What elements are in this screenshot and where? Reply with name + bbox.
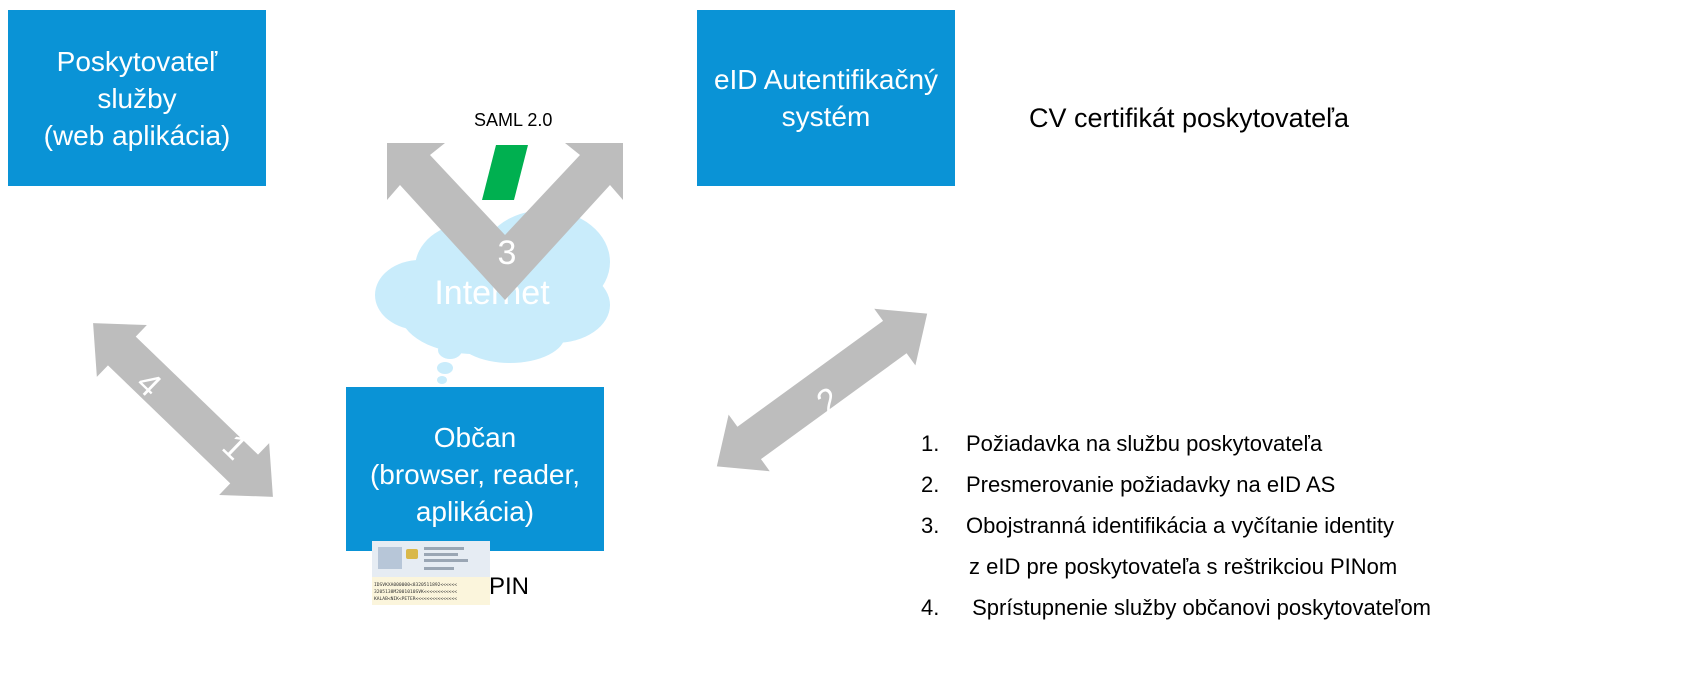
citizen-line-1: Občan xyxy=(433,422,517,453)
arrow-3-label: 3 xyxy=(498,234,517,272)
mrz-line-3: KALAB<NIK<PETER<<<<<<<<<<<<<<< xyxy=(374,596,457,602)
mrz-line-2: 3205138M2001010SVK<<<<<<<<<<<< xyxy=(374,589,457,595)
step-item: 1. Požiadavka na službu poskytovateľa xyxy=(921,423,1431,464)
step-number: 4. xyxy=(921,595,940,620)
provider-line-3: (web aplikácia) xyxy=(43,119,231,151)
arrow-2-double xyxy=(716,308,928,472)
step-number: 3. xyxy=(921,513,940,538)
arrow-4-1-double xyxy=(93,323,273,497)
step-number: 1. xyxy=(921,431,940,456)
citizen-box: Občan (browser, reader, aplikácia) xyxy=(346,387,604,551)
steps-list: 1. Požiadavka na službu poskytovateľa 2. P… xyxy=(921,423,1431,628)
step-text: z eID pre poskytovateľa s reštrikciou PI… xyxy=(969,554,1398,579)
step-text: Sprístupnenie služby občanovi poskytovat… xyxy=(966,595,1432,620)
saml-label: SAML 2.0 xyxy=(474,110,553,130)
step-item: 4. Sprístupnenie služby občanovi poskyto… xyxy=(921,587,1431,628)
cv-certificate-label: CV certifikát poskytovateľa xyxy=(1029,103,1350,133)
step-number: 2. xyxy=(921,472,940,497)
step-item: 2. Presmerovanie požiadavky na eID AS xyxy=(921,464,1431,505)
citizen-line-3: aplikácia) xyxy=(415,496,535,527)
step-text: Presmerovanie požiadavky na eID AS xyxy=(966,472,1336,497)
provider-line-1: Poskytovateľ xyxy=(56,45,218,77)
step-text: Požiadavka na službu poskytovateľa xyxy=(966,431,1323,456)
mrz-line-1: IDSVKXA000000<8320511892<<<<<< xyxy=(374,582,457,588)
citizen-line-2: (browser, reader, xyxy=(369,459,581,490)
step-item: 3. Obojstranná identifikácia a vyčítanie … xyxy=(921,505,1431,546)
saml-token xyxy=(482,145,528,200)
arrow-3-saml xyxy=(387,143,623,300)
service-provider-box: Poskytovateľ služby (web aplikácia) xyxy=(8,10,266,186)
provider-line-2: služby xyxy=(97,82,177,114)
eid-line-1: eID Autentifikačný xyxy=(713,64,939,95)
step-item-continuation: z eID pre poskytovateľa s reštrikciou PI… xyxy=(921,546,1431,587)
id-card-image: IDSVKXA000000<8320511892<<<<<< 3205138M2… xyxy=(372,541,490,605)
eid-auth-system-box: eID Autentifikačný systém xyxy=(697,10,955,186)
step-text: Obojstranná identifikácia a vyčítanie id… xyxy=(966,513,1395,538)
pin-label: PIN xyxy=(489,573,530,600)
eid-line-2: systém xyxy=(781,101,871,132)
